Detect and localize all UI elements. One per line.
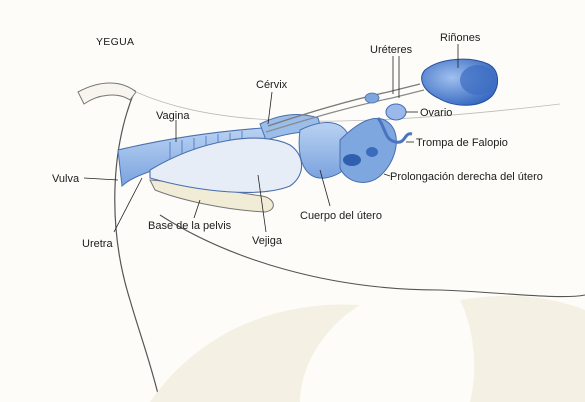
label-rinones: Riñones [440,32,480,44]
tail-outline [78,83,136,104]
label-prolongacion: Prolongación derecha del útero [390,171,543,183]
back-line [136,92,560,121]
label-vejiga: Vejiga [252,235,282,247]
diagram-title: YEGUA [96,36,134,48]
leg-shading [150,304,360,402]
ovary-shape [386,104,406,120]
uterus-dark-spot [343,154,361,166]
label-trompa: Trompa de Falopio [416,137,508,149]
label-vulva: Vulva [52,173,79,185]
body-outline [115,90,160,402]
label-uretra: Uretra [82,238,113,250]
uterus-dark-spot-2 [366,147,378,157]
ureter-nodule [365,93,379,103]
label-cuerpo: Cuerpo del útero [300,210,382,222]
leg-shading-right [460,296,585,402]
label-base-pelvis: Base de la pelvis [148,220,231,232]
label-cervix: Cérvix [256,79,287,91]
kidney-second [460,65,496,95]
label-ureteres: Uréteres [370,44,412,56]
label-vagina: Vagina [156,110,189,122]
label-ovario: Ovario [420,107,452,119]
